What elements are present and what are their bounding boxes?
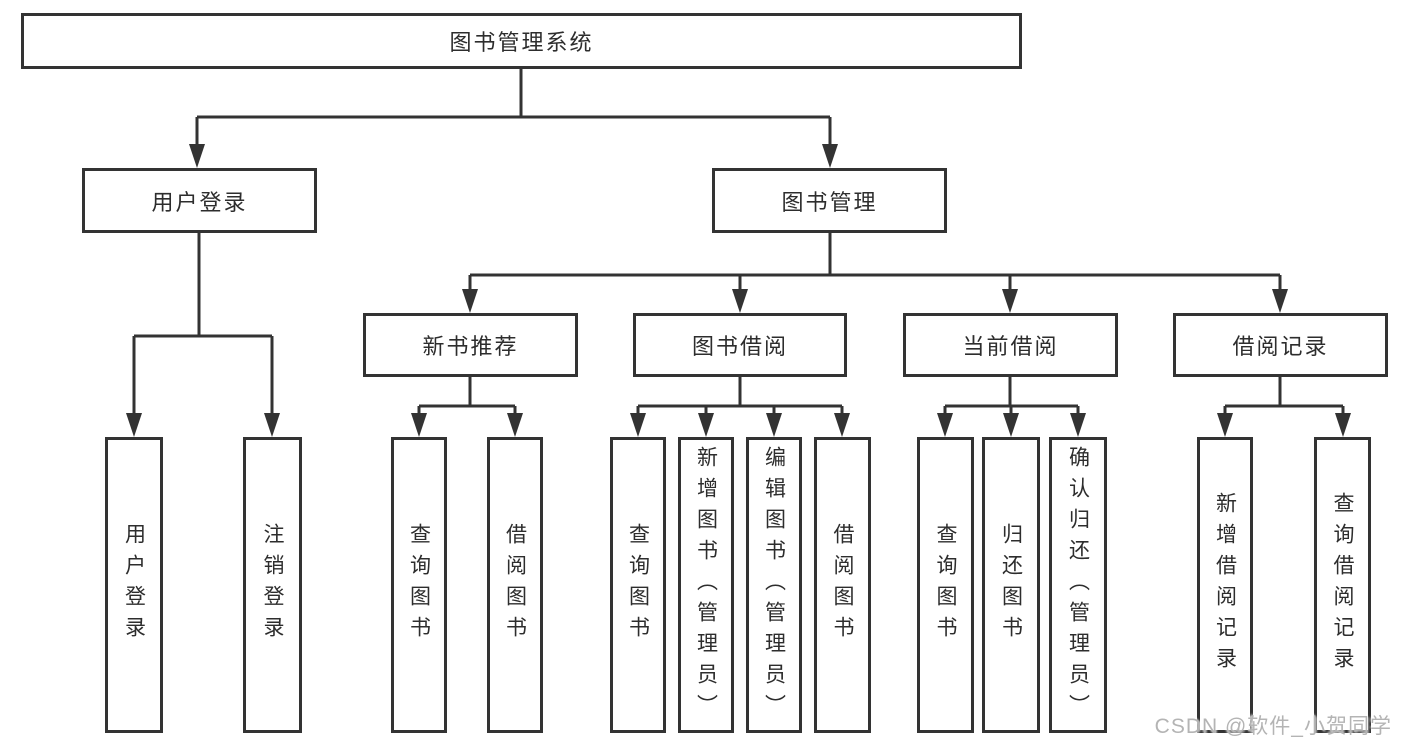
label-leaf-query-books-recommend: 查询图书 [407, 523, 431, 647]
leaf-user-login: 用户登录 [105, 437, 163, 733]
label-leaf-add-borrow-record: 新增借阅记录 [1213, 492, 1237, 678]
leaf-query-books-borrow: 查询图书 [610, 437, 666, 733]
leaf-add-book-admin: 新增图书（管理员） [678, 437, 734, 733]
leaf-add-borrow-record: 新增借阅记录 [1197, 437, 1253, 733]
connector-new-book-group [417, 377, 517, 415]
box-book-management: 图书管理 [712, 168, 947, 233]
label-leaf-user-login: 用户登录 [122, 523, 146, 647]
label-borrow-records: 借阅记录 [1232, 334, 1329, 359]
label-leaf-logout: 注销登录 [261, 523, 285, 647]
leaf-logout: 注销登录 [243, 437, 302, 733]
label-leaf-edit-book-admin: 编辑图书（管理员） [762, 445, 786, 725]
label-leaf-return-book: 归还图书 [999, 523, 1023, 647]
label-book-management: 图书管理 [781, 189, 878, 215]
label-library-management-system: 图书管理系统 [449, 30, 594, 55]
label-leaf-query-books-current: 查询图书 [934, 523, 958, 647]
label-current-borrow: 当前借阅 [962, 334, 1059, 359]
label-book-borrow: 图书借阅 [691, 334, 788, 359]
leaf-edit-book-admin: 编辑图书（管理员） [746, 437, 802, 733]
connector-book-management-branch [468, 233, 1282, 291]
leaf-return-book: 归还图书 [982, 437, 1040, 733]
leaf-query-books-recommend: 查询图书 [391, 437, 447, 733]
csdn-watermark: CSDN @软件_小贺同学 [1154, 715, 1392, 738]
leaf-confirm-return-admin: 确认归还（管理员） [1049, 437, 1107, 733]
leaf-query-books-current: 查询图书 [917, 437, 974, 733]
box-user-login-branch: 用户登录 [82, 168, 317, 233]
label-new-book-recommend: 新书推荐 [422, 334, 519, 359]
connector-book-borrow-group [636, 377, 844, 415]
leaf-borrow-books-borrow: 借阅图书 [814, 437, 871, 733]
connector-root [195, 69, 832, 146]
box-current-borrow: 当前借阅 [903, 313, 1118, 377]
label-leaf-confirm-return-admin: 确认归还（管理员） [1066, 445, 1090, 725]
connector-current-borrow-group [943, 377, 1080, 415]
label-leaf-query-books-borrow: 查询图书 [626, 523, 650, 647]
connector-user-login-branch [132, 233, 274, 415]
label-leaf-borrow-books-recommend: 借阅图书 [503, 523, 527, 647]
box-library-management-system: 图书管理系统 [21, 13, 1022, 69]
box-new-book-recommend: 新书推荐 [363, 313, 578, 377]
label-leaf-borrow-books-borrow: 借阅图书 [831, 523, 855, 647]
box-book-borrow: 图书借阅 [633, 313, 847, 377]
label-user-login-branch: 用户登录 [151, 189, 248, 215]
leaf-query-borrow-record: 查询借阅记录 [1314, 437, 1371, 733]
leaf-borrow-books-recommend: 借阅图书 [487, 437, 543, 733]
label-leaf-query-borrow-record: 查询借阅记录 [1331, 492, 1355, 678]
connector-borrow-records-group [1223, 377, 1345, 415]
box-borrow-records: 借阅记录 [1173, 313, 1388, 377]
label-leaf-add-book-admin: 新增图书（管理员） [694, 445, 718, 725]
arrowheads [126, 144, 1351, 437]
